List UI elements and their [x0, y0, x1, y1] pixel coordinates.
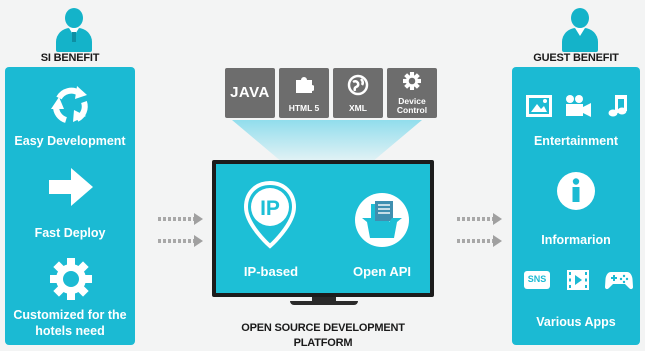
gamepad-icon	[605, 272, 633, 290]
tech-tile-xml: XML	[333, 68, 383, 118]
light-beam	[232, 120, 422, 160]
platform-title-line2: PLATFORM	[293, 337, 353, 349]
sns-icon-text: SNS	[527, 274, 547, 284]
gear-icon	[403, 72, 421, 90]
tech-tile-html5: HTML 5	[279, 68, 329, 118]
tech-label: HTML 5	[288, 103, 320, 113]
globe-icon	[347, 74, 369, 96]
open-box-icon	[355, 193, 409, 247]
tv-right-label: Open API	[352, 264, 412, 279]
video-camera-icon	[566, 95, 591, 117]
tech-label-line2: Control	[396, 105, 428, 115]
recycle-arrows-icon	[51, 86, 88, 123]
film-icon	[567, 270, 589, 290]
guest-benefit-title: GUEST BENEFIT	[533, 52, 619, 64]
platform-title: OPEN SOURCE DEVELOPMENT PLATFORM	[212, 321, 434, 351]
tech-tile-device-control: Device Control	[387, 68, 437, 118]
music-note-icon	[608, 95, 627, 117]
tech-label: Device Control	[387, 97, 437, 115]
si-person-icon	[54, 8, 94, 52]
sns-icon: SNS	[524, 271, 550, 289]
map-pin-icon: IP	[243, 180, 297, 249]
tv-stand-base	[290, 301, 358, 305]
java-label: JAVA	[230, 84, 270, 101]
tv-stand-neck	[312, 297, 336, 302]
technology-tiles: JAVA HTML 5 XML	[225, 68, 437, 120]
image-icon	[526, 95, 552, 117]
tech-label-line1: Device	[398, 96, 426, 106]
tv-screen: IP IP-based Open API	[216, 164, 430, 293]
puzzle-icon	[296, 77, 314, 93]
guest-item-label: Various Apps	[536, 315, 616, 329]
si-benefit-title: SI BENEFIT	[40, 52, 100, 64]
tv-left-label: IP-based	[243, 264, 299, 279]
ip-badge-text: IP	[260, 197, 280, 220]
guest-item-label: Informarion	[541, 233, 611, 247]
right-arrow-icon	[49, 168, 93, 206]
info-icon	[557, 172, 595, 210]
si-item-label: Fast Deploy	[34, 226, 106, 240]
platform-title-line1: OPEN SOURCE DEVELOPMENT	[241, 322, 405, 334]
si-item-label: Easy Development	[14, 134, 126, 148]
gear-icon	[50, 258, 92, 300]
tech-label: XML	[349, 103, 367, 113]
guest-benefit-panel: Entertainment Informarion SNS Various Ap…	[512, 67, 640, 345]
tech-tile-java: JAVA	[225, 68, 275, 118]
guest-person-icon	[560, 8, 600, 52]
tv-frame: IP IP-based Open API	[212, 160, 434, 297]
si-item-label: Customized for the hotels need	[13, 308, 127, 338]
si-benefit-panel: Easy Development Fast Deploy Customized …	[5, 67, 135, 345]
guest-item-label: Entertainment	[533, 134, 619, 148]
